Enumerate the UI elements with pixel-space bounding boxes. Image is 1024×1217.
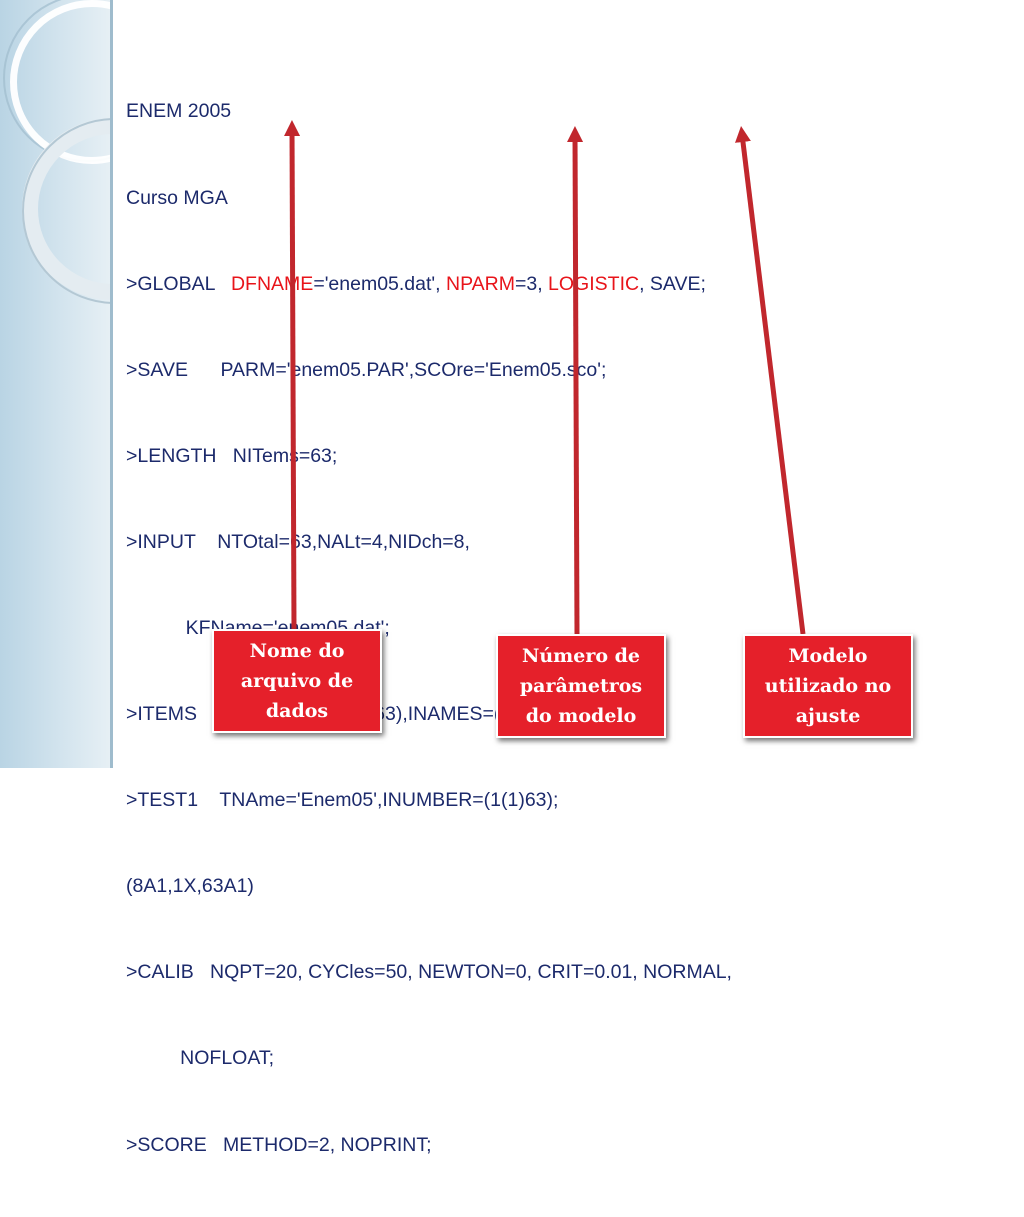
logistic-keyword: LOGISTIC bbox=[548, 272, 640, 295]
code-line: Curso MGA bbox=[126, 186, 228, 209]
label-box-parameters: Número de parâmetros do modelo bbox=[496, 634, 666, 738]
code-token: ='enem05.dat', bbox=[313, 272, 446, 295]
code-line: >INPUT NTOtal=63,NALt=4,NIDch=8, bbox=[126, 530, 470, 553]
slide: ENEM 2005 Curso MGA >GLOBAL DFNAME='enem… bbox=[0, 0, 913, 1156]
code-line: >CALIB NQPT=20, CYCles=50, NEWTON=0, CRI… bbox=[126, 961, 732, 984]
code-line: >SCORE METHOD=2, NOPRINT; bbox=[126, 1133, 432, 1156]
code-line: ENEM 2005 bbox=[126, 100, 232, 123]
code-line: (8A1,1X,63A1) bbox=[126, 875, 254, 898]
code-token: =3, bbox=[514, 272, 549, 295]
nparm-keyword: NPARM bbox=[445, 272, 515, 295]
code-token: , SAVE; bbox=[639, 272, 706, 295]
annotation-arrows bbox=[284, 120, 806, 635]
code-token: >GLOBAL bbox=[126, 272, 231, 295]
arrow-to-dfname bbox=[284, 120, 301, 631]
arrow-to-nparm bbox=[567, 126, 584, 635]
side-panel-divider bbox=[110, 0, 113, 768]
decorative-side-panel bbox=[0, 0, 112, 768]
code-line: NOFLOAT; bbox=[126, 1047, 275, 1070]
code-line: >SAVE PARM='enem05.PAR',SCOre='Enem05.sc… bbox=[126, 358, 607, 381]
code-line: >TEST1 TNAme='Enem05',INUMBER=(1(1)63); bbox=[126, 789, 559, 812]
arrow-to-logistic bbox=[735, 126, 806, 635]
label-box-file-name: Nome do arquivo de dados bbox=[212, 629, 382, 733]
label-box-model: Modelo utilizado no ajuste bbox=[743, 634, 913, 738]
code-line: >LENGTH NITems=63; bbox=[126, 444, 338, 467]
